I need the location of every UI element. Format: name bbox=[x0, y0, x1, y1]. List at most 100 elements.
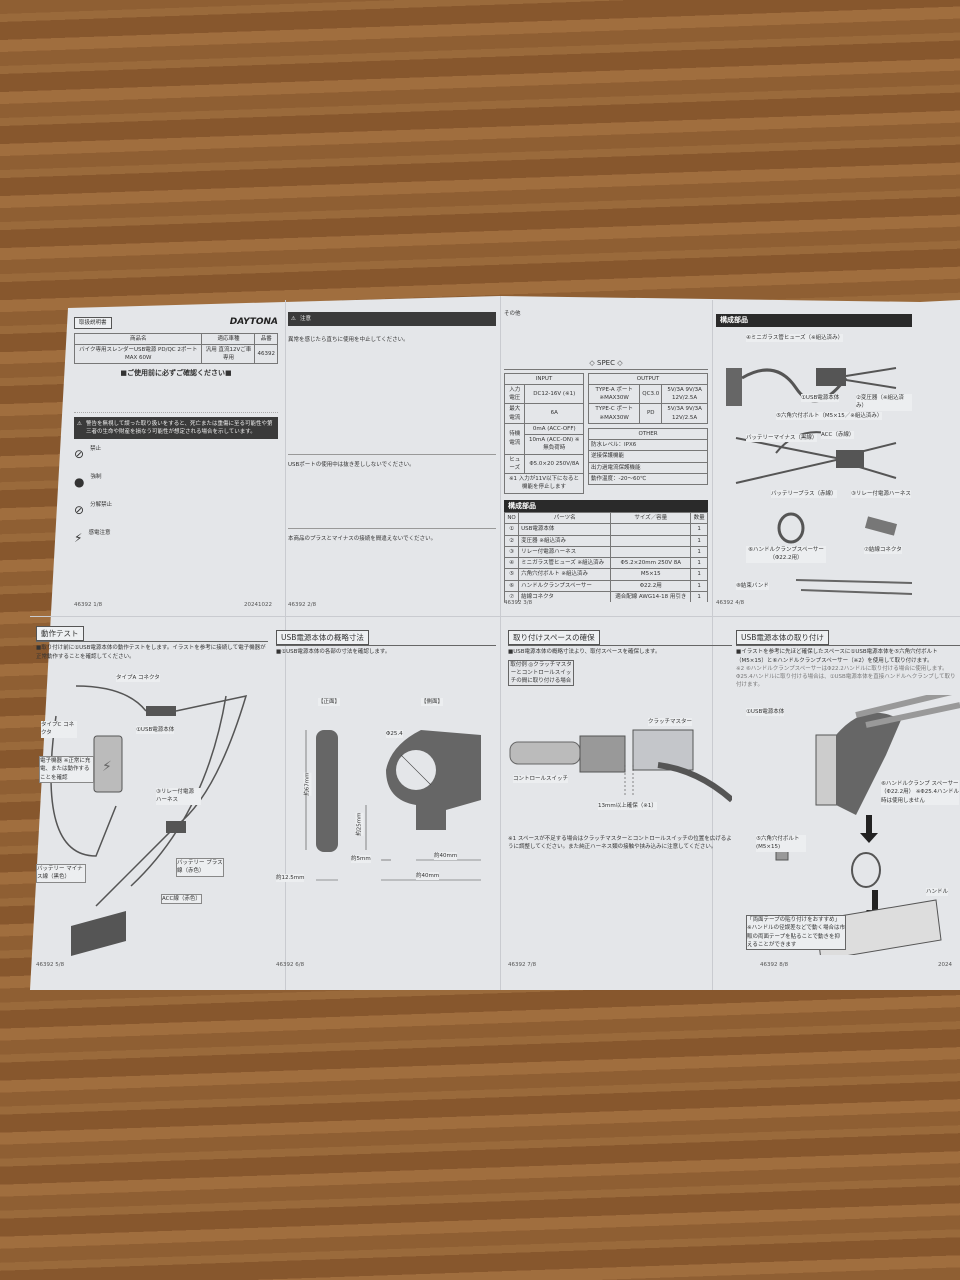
dimension-label: 約67mm bbox=[303, 772, 312, 796]
cell: 6A bbox=[524, 403, 585, 424]
cell: Φ5.2×20mm 250V 8A bbox=[610, 556, 692, 570]
print-date: 20241022 bbox=[244, 602, 272, 608]
header-cell: NO bbox=[504, 511, 520, 525]
page-4: 構成部品 ④ミニガラス管ヒューズ（※組込済み） ②変圧器（※組込済み） ①USB… bbox=[716, 314, 912, 600]
input-title: INPUT bbox=[504, 372, 585, 385]
page-footer: 46392 3/8 bbox=[504, 600, 533, 606]
page-2: ⚠注意 異常を感じたら直ちに使用を中止してください。 USBポートの使用中は抜き… bbox=[288, 312, 496, 602]
part-label: ②変圧器（※組込済み） bbox=[856, 394, 912, 411]
warning-banner: ⚠警告を無視して誤った取り扱いをすると、死亡または重傷に至る可能性や第三者の生命… bbox=[74, 416, 278, 440]
note-text: ※2 ⑥ハンドルクランプスペーサーはΦ22.2ハンドルに取り付ける場合に使用しま… bbox=[736, 665, 956, 689]
caution-banner: ⚠注意 bbox=[288, 312, 496, 327]
cell: ⑥ bbox=[504, 579, 520, 592]
doc-label: 取扱説明書 bbox=[74, 316, 112, 329]
cell: Φ22.2用 bbox=[610, 579, 692, 592]
relay-drawing bbox=[836, 450, 864, 468]
electric-icon: ⚡ bbox=[74, 531, 83, 546]
warning-icon: ⚠ bbox=[77, 420, 82, 427]
cell bbox=[610, 545, 692, 559]
part-label: タイプA コネクタ bbox=[116, 674, 160, 683]
cell: 待機電流 bbox=[504, 422, 526, 455]
other-title: OTHER bbox=[588, 427, 708, 441]
other-label: その他 bbox=[504, 311, 521, 317]
part-label: クラッチマスター bbox=[648, 718, 693, 727]
caution-icon: ⚠ bbox=[291, 316, 296, 322]
page-5: 動作テスト ■取り付け前に①USB電源本体の動作テストをします。イラストを参考に… bbox=[36, 626, 268, 956]
cell: ② bbox=[504, 534, 520, 547]
caution-text: USBポートの使用中は抜き差ししないでください。 bbox=[288, 461, 415, 468]
warning-text: 警告を無視して誤った取り扱いをすると、死亡または重傷に至る可能性や第三者の生命や… bbox=[85, 420, 273, 435]
product-fit: 汎用 直流12Vご車専用 bbox=[201, 343, 256, 365]
page-title: 取り付けスペースの確保 bbox=[508, 630, 600, 646]
cell: ④ bbox=[504, 556, 520, 570]
disassemble-label: 分解禁止 bbox=[90, 502, 113, 509]
note-text: ※1 スペースが不足する場合はクラッチマスターとコントロールスイッチの位置を広げ… bbox=[508, 836, 732, 851]
part-label: ①USB電源本体 bbox=[801, 394, 840, 403]
intro-text: ■イラストを参考に先ほど確保したスペースに①USB電源本体を⑤六角穴付ボルト（M… bbox=[736, 649, 938, 664]
part-label: ⑧結束バンド bbox=[736, 582, 769, 591]
prohibit-icon: ⊘ bbox=[74, 447, 85, 462]
product-code: 46392 bbox=[254, 343, 278, 365]
part-label: タイプC コネクタ bbox=[41, 721, 77, 738]
connector-drawing bbox=[864, 516, 898, 536]
cell: 動作温度：-20〜60℃ bbox=[588, 472, 708, 486]
cell: ヒューズ bbox=[504, 453, 526, 474]
cell: 防水レベル：IPX6 bbox=[588, 438, 708, 452]
part-label: ③リレー付電源 ハーネス bbox=[156, 788, 201, 805]
mounting-illustration bbox=[775, 695, 960, 955]
parts-title: 構成部品 bbox=[504, 499, 708, 512]
notice-title: ■ご使用前に必ずご確認ください■ bbox=[120, 369, 232, 378]
cell: ハンドルクランプスペーサー bbox=[518, 579, 612, 592]
part-label: ACC線（赤色） bbox=[161, 894, 202, 905]
cell: 入力電圧 bbox=[504, 383, 526, 405]
part-label: バッテリー プラス線（赤色） bbox=[176, 858, 224, 877]
handlebar-drawing bbox=[509, 729, 732, 803]
dimension-label: 約40mm bbox=[434, 852, 458, 861]
front-view-label: 【正面】 bbox=[318, 698, 341, 707]
cell: 結線コネクタ bbox=[518, 590, 612, 602]
cell: TYPE-A ポート ※MAX30W bbox=[588, 383, 641, 405]
disassemble-icon: ⊘ bbox=[74, 503, 85, 518]
part-label: バッテリープラス（赤線） bbox=[771, 490, 837, 499]
part-label: ⑦結線コネクタ bbox=[864, 546, 902, 555]
cell: 1 bbox=[690, 579, 708, 592]
page-footer: 46392 8/8 bbox=[760, 962, 789, 968]
header-cell: パーツ名 bbox=[518, 511, 612, 525]
dimension-label: 約5mm bbox=[351, 855, 371, 864]
product-name: バイク専用スレンダーUSB電源 PD/QC 2ポート MAX 60W bbox=[74, 343, 203, 365]
cell: TYPE-C ポート ※MAX30W bbox=[588, 403, 641, 424]
arrow-icon bbox=[860, 815, 878, 843]
cell: Φ5.0×20 250V/8A bbox=[524, 453, 585, 474]
cell: 10mA (ACC-ON) ※無負荷時 bbox=[524, 434, 585, 455]
page-footer: 46392 2/8 bbox=[288, 602, 317, 608]
part-label: ⑥ハンドルクランプスペーサー（Φ22.2用） bbox=[746, 546, 826, 563]
header-cell: 適応車種 bbox=[201, 332, 256, 345]
prohibit-label: 禁止 bbox=[90, 446, 102, 453]
parts-illustration bbox=[726, 367, 912, 595]
test-illustration: ⚡ bbox=[50, 685, 248, 956]
page-title: 構成部品 bbox=[716, 314, 912, 327]
cell: ① bbox=[504, 523, 520, 536]
cell: 六角穴付ボルト ※組込済み bbox=[518, 568, 612, 581]
cell: リレー付電源ハーネス bbox=[518, 545, 612, 559]
intro-text: ■①USB電源本体の各部の寸法を確認します。 bbox=[276, 649, 391, 656]
cell: 0mA (ACC-OFF) bbox=[524, 422, 585, 436]
page-footer: 46392 5/8 bbox=[36, 962, 65, 968]
cell: 1 bbox=[690, 545, 708, 559]
fold-line bbox=[30, 616, 960, 617]
cell: 逆接保護機能 bbox=[588, 450, 708, 463]
cell: ③ bbox=[504, 545, 520, 559]
product-table: 商品名適応車種品番 バイク専用スレンダーUSB電源 PD/QC 2ポート MAX… bbox=[74, 332, 278, 365]
battery-drawing bbox=[71, 911, 126, 956]
part-label: ⑤六角穴付ボルト（M5×15／※組込済み） bbox=[776, 412, 883, 421]
relay-drawing bbox=[166, 821, 186, 833]
page-8: USB電源本体の取り付け ■イラストを参考に先ほど確保したスペースに①USB電源… bbox=[736, 630, 960, 955]
part-label: ④ミニガラス管ヒューズ（※組込済み） bbox=[746, 334, 844, 343]
cell: 出力過電流保護機能 bbox=[588, 461, 708, 474]
